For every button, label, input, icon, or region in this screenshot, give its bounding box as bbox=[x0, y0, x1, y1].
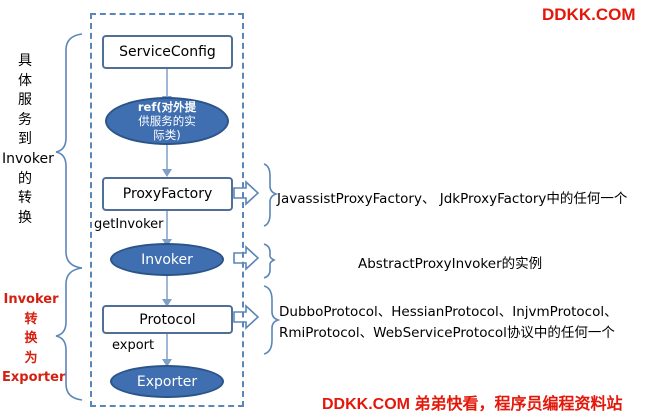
protocol-node: Protocol bbox=[102, 305, 233, 334]
right-brace-invoker bbox=[263, 243, 276, 279]
protocol-annotation-line2: RmiProtocol、WebServiceProtocol协议中的任何一个 bbox=[279, 325, 615, 341]
ref-label-line3: 际类) bbox=[153, 128, 181, 142]
service-config-node: ServiceConfig bbox=[102, 35, 233, 69]
right-brace-protocol bbox=[263, 285, 281, 355]
watermark-bottom: DDKK.COM 弟弟快看，程序员编程资料站 bbox=[322, 396, 623, 413]
service-boundary-frame bbox=[90, 13, 244, 407]
watermark-top: DDKK.COM bbox=[542, 5, 636, 24]
get-invoker-label: getInvoker bbox=[94, 217, 164, 232]
proxy-factory-node: ProxyFactory bbox=[102, 177, 233, 211]
service-config-label: ServiceConfig bbox=[119, 44, 216, 60]
protocol-annotation-line1: DubboProtocol、HessianProtocol、InjvmProto… bbox=[279, 304, 618, 320]
ref-label-line1: ref(对外提 bbox=[137, 100, 197, 114]
ref-label-line2: 供服务的实 bbox=[138, 114, 196, 128]
left-label-bottom: Invoker 转 换 为 Exporter bbox=[2, 292, 66, 386]
invoker-label: Invoker bbox=[141, 251, 193, 268]
proxy-factory-annotation: JavassistProxyFactory、 JdkProxyFactory中的… bbox=[277, 191, 628, 207]
invoker-annotation: AbstractProxyInvoker的实例 bbox=[358, 256, 543, 272]
exporter-label: Exporter bbox=[136, 373, 198, 390]
left-brace-top bbox=[55, 33, 83, 269]
left-label-top: 具 体 服 务 到 Invoker 的 转 换 bbox=[2, 53, 54, 226]
side-arrows bbox=[233, 180, 260, 330]
ref-node: ref(对外提 供服务的实 际类) bbox=[105, 97, 229, 145]
proxy-factory-label: ProxyFactory bbox=[122, 186, 213, 202]
exporter-node: Exporter bbox=[110, 365, 224, 398]
right-brace-proxy bbox=[263, 163, 279, 227]
export-label: export bbox=[112, 338, 155, 353]
left-brace-bottom bbox=[55, 267, 83, 401]
invoker-node: Invoker bbox=[110, 243, 224, 276]
protocol-label: Protocol bbox=[139, 311, 196, 328]
